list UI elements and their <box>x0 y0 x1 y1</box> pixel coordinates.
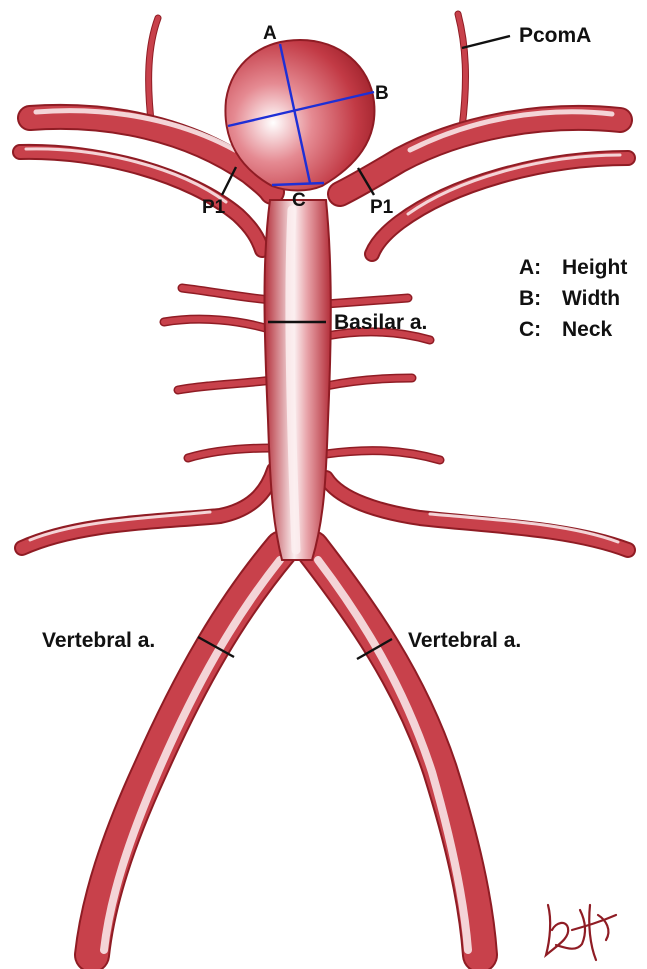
p1-branch-right <box>372 155 628 254</box>
pcoma-left-vessel <box>149 18 158 130</box>
aneurysm-dome <box>225 40 374 191</box>
label-basilar: Basilar a. <box>334 311 427 334</box>
legend-item-neck: C: Neck <box>519 318 613 341</box>
label-a: A <box>263 23 277 44</box>
artist-signature <box>546 905 616 960</box>
legend: A: Height B: Width C: Neck <box>519 256 627 341</box>
label-p1-left: P1 <box>202 197 226 218</box>
label-vertebral-right: Vertebral a. <box>408 629 521 652</box>
pcoma-leader <box>462 36 510 48</box>
basilar-artery-vessel <box>265 200 331 560</box>
legend-text: Neck <box>562 318 613 341</box>
vertebral-left-vessel <box>92 548 282 955</box>
vertebral-right-vessel <box>312 548 480 955</box>
legend-item-width: B: Width <box>519 287 620 310</box>
aica-right <box>326 478 628 550</box>
legend-item-height: A: Height <box>519 256 627 279</box>
legend-text: Width <box>562 287 620 310</box>
label-b: B <box>375 83 389 104</box>
label-c: C <box>292 190 306 211</box>
label-pcoma: PcomA <box>519 24 591 47</box>
legend-key: A: <box>519 256 541 279</box>
label-p1-right: P1 <box>370 197 394 218</box>
legend-key: C: <box>519 318 541 341</box>
legend-key: B: <box>519 287 541 310</box>
label-vertebral-left: Vertebral a. <box>42 629 155 652</box>
pcoma-right-vessel <box>458 14 465 128</box>
aica-left <box>22 470 274 548</box>
legend-text: Height <box>562 256 627 279</box>
